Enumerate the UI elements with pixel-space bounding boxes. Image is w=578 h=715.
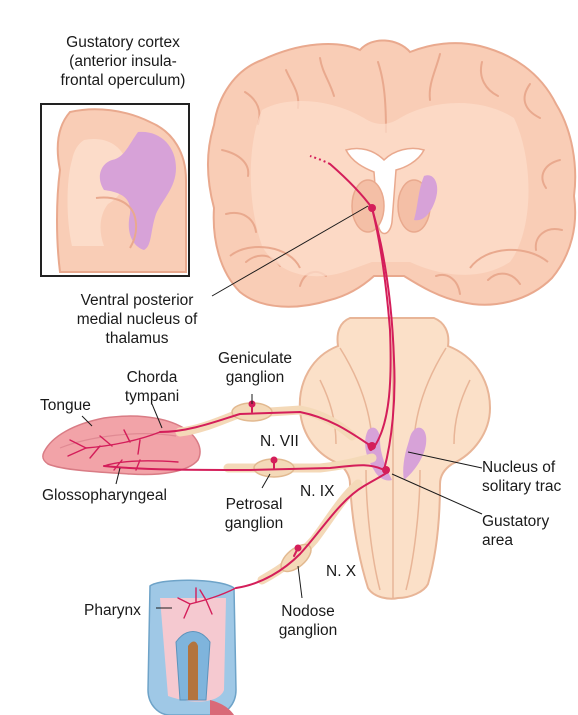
ascending-fiber [371, 207, 396, 471]
pharynx-nerve-branches [177, 587, 237, 619]
label-gustatory-area: Gustatory area [482, 513, 550, 549]
insula-highlight-brain [414, 175, 438, 221]
leader-gustatory-area [391, 473, 483, 515]
brainstem [298, 317, 492, 600]
inset-sulcus [95, 196, 138, 249]
nerve-x-trunk [257, 479, 363, 585]
tongue-surface [59, 433, 177, 449]
cranial-nerves [103, 155, 396, 589]
glossopharyngeal-fiber [103, 464, 385, 472]
thalamocortical-fiber-dashed [309, 155, 331, 165]
insula-highlight-inset [99, 131, 176, 250]
neuron-cell-bodies [248, 204, 390, 552]
label-nucleus-solitary-tract: Nucleus of solitary trac [482, 459, 562, 495]
tongue [42, 415, 201, 476]
label-nodose-ganglion: Nodose ganglion [278, 603, 338, 639]
label-geniculate-ganglion: Geniculate ganglion [217, 350, 293, 386]
temporal-lobes [229, 245, 549, 269]
brainstem-contours [319, 340, 471, 598]
leader-tongue [81, 415, 93, 427]
cortical-sulci [221, 53, 563, 295]
esophagus-tube [210, 700, 234, 715]
vagus-fiber [235, 471, 389, 589]
label-n-vii: N. VII [260, 433, 299, 450]
pharynx [147, 579, 237, 715]
leader-petrosal [261, 473, 271, 489]
tongue-nerve-branches [67, 429, 179, 471]
label-petrosal-ganglion: Petrosal ganglion [224, 496, 284, 532]
label-glossopharyngeal: Glossopharyngeal [42, 487, 167, 504]
leader-lines [81, 205, 483, 609]
thalamocortical-fiber [329, 163, 373, 209]
leader-vpm [211, 205, 369, 297]
lateral-ventricles [344, 147, 426, 235]
label-n-x: N. X [326, 563, 357, 580]
leader-nodose [297, 565, 303, 599]
coronal-brain-section [207, 39, 577, 308]
tongue-body [42, 415, 201, 476]
leader-nucleus [407, 451, 483, 469]
epiglottis [188, 641, 198, 700]
label-n-ix: N. IX [300, 483, 335, 500]
label-chorda-tympani: Chorda tympani [124, 369, 180, 405]
leader-chorda [151, 403, 163, 429]
label-gustatory-cortex: Gustatory cortex (anterior insula- front… [60, 34, 186, 89]
chorda-tympani-fiber [159, 410, 369, 445]
label-tongue: Tongue [40, 397, 91, 414]
leader-glossopharyngeal [115, 467, 121, 485]
gustatory-cortex-inset [40, 103, 190, 277]
label-pharynx: Pharynx [84, 602, 141, 619]
label-vpm-thalamus: Ventral posterior medial nucleus of thal… [76, 292, 198, 347]
